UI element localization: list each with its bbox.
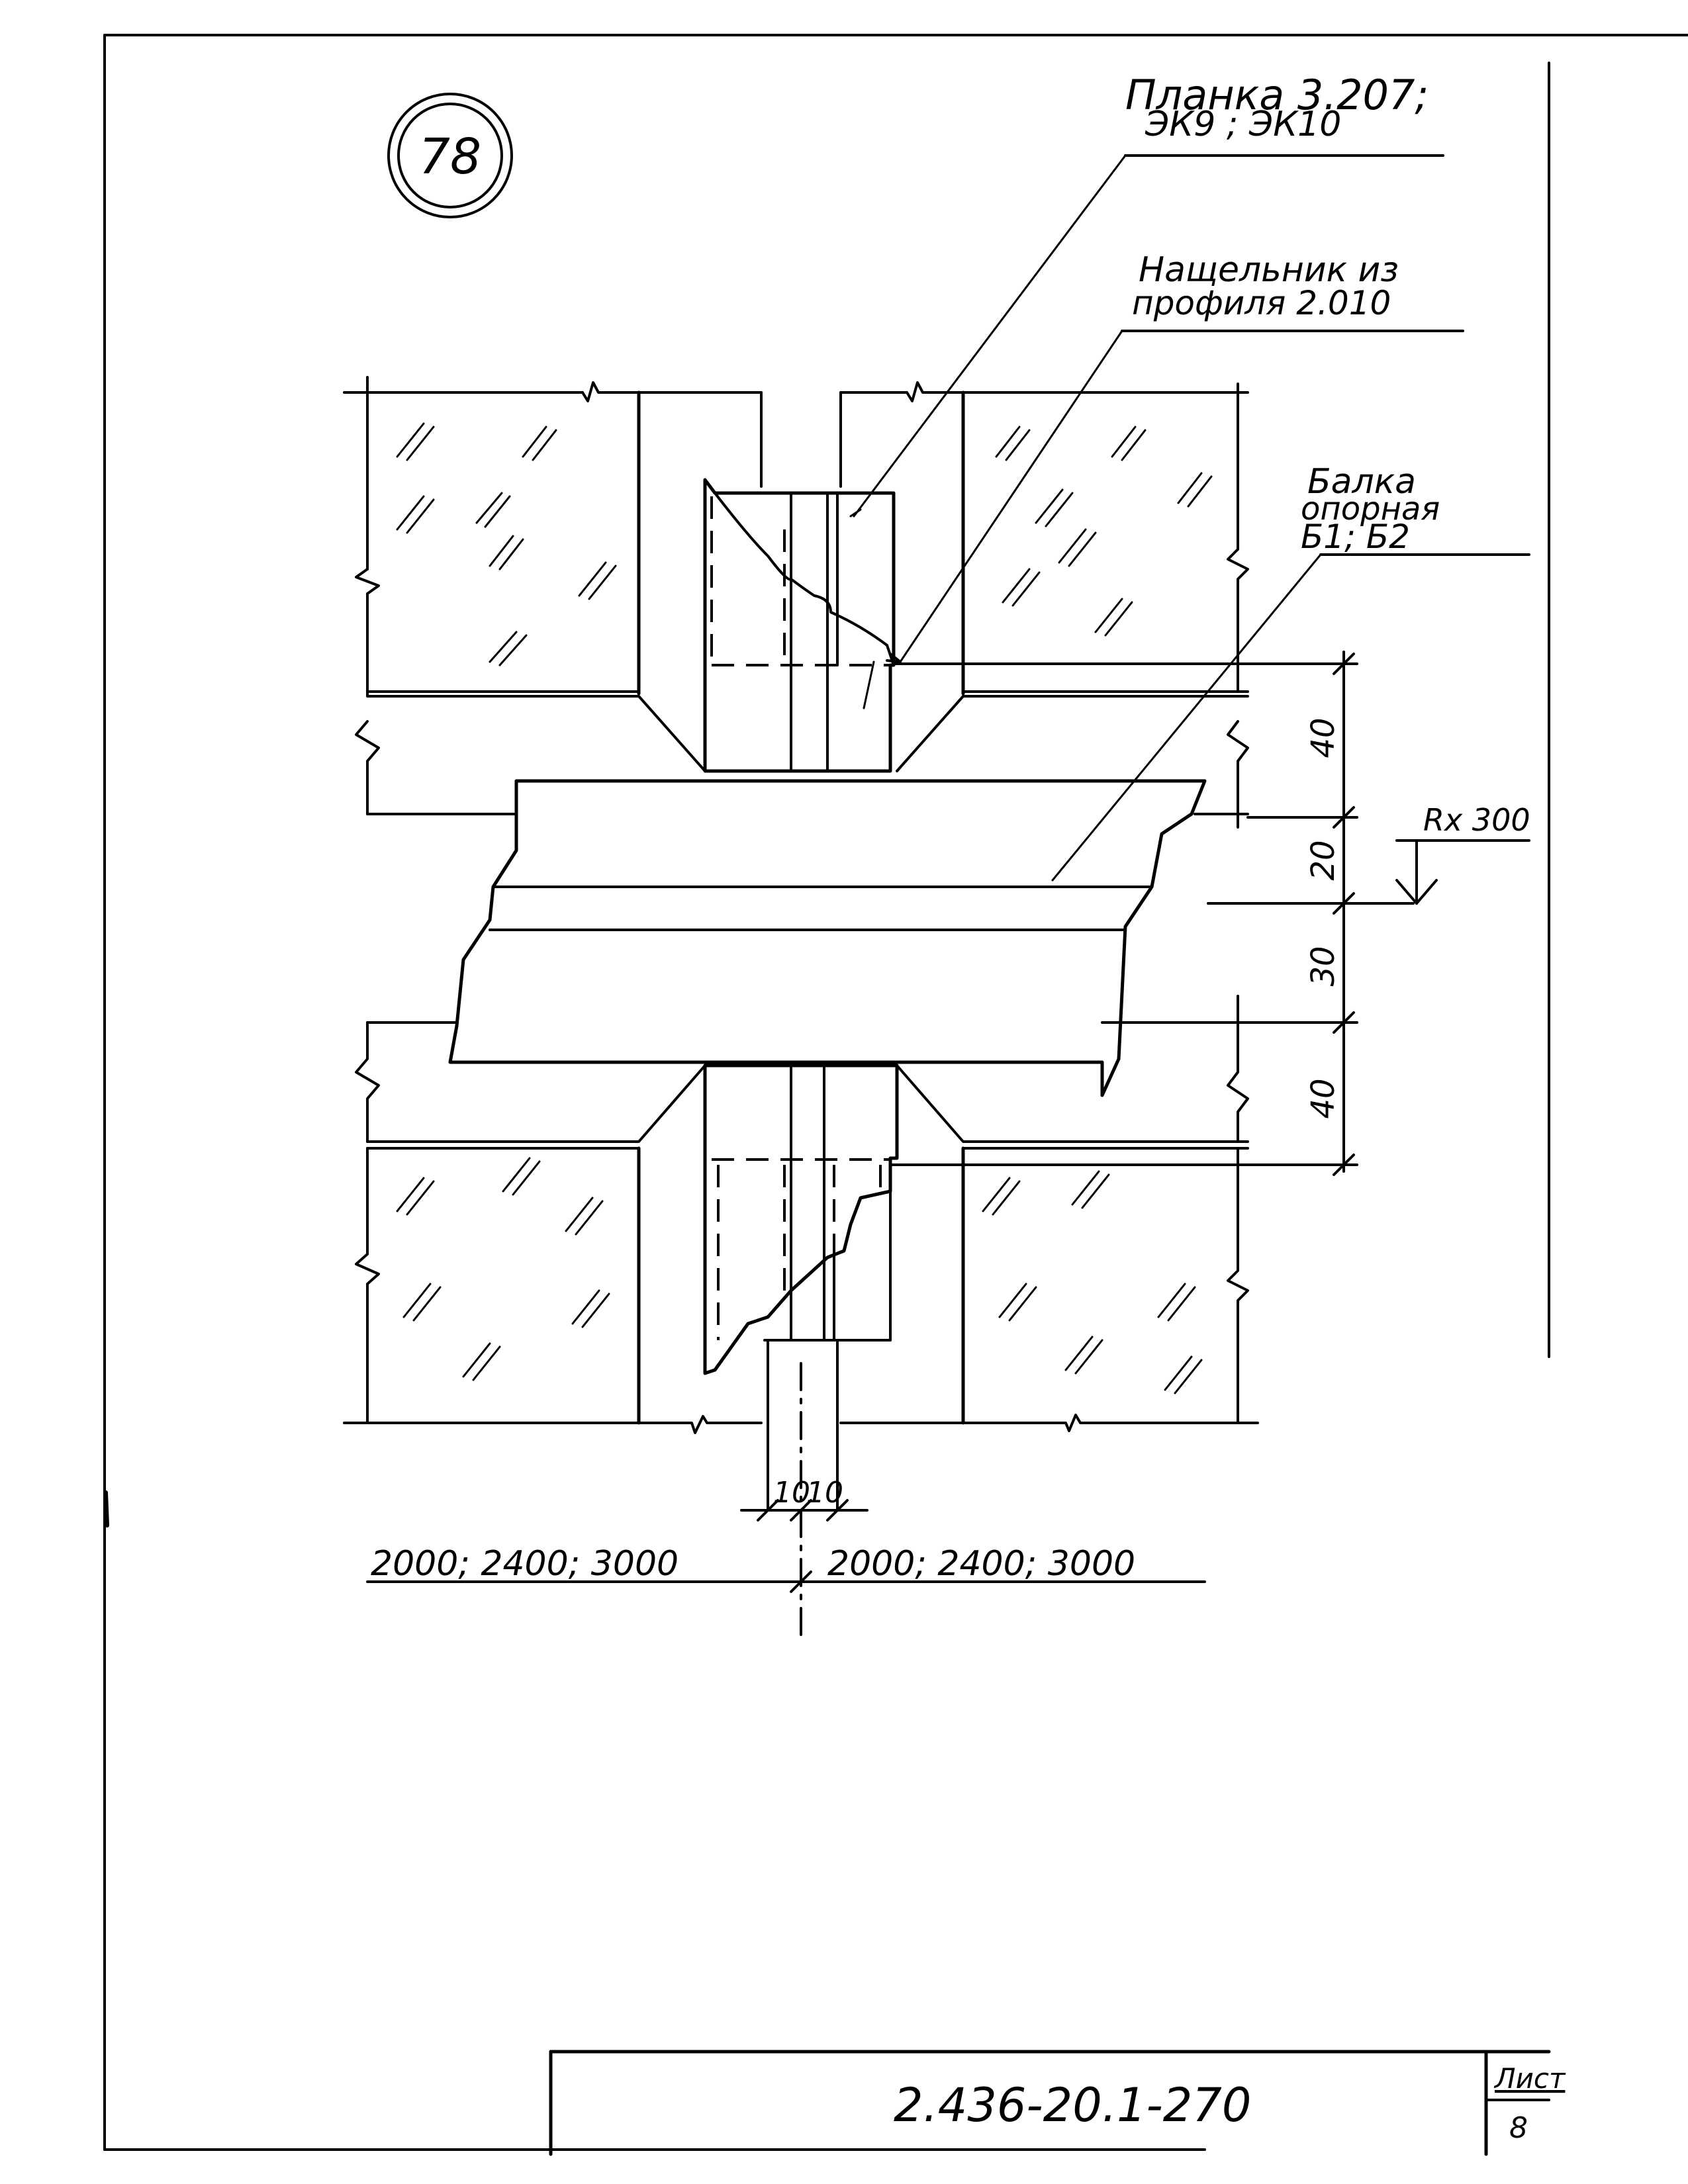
joint-gap-lines bbox=[740, 1339, 868, 1643]
trim-callout-line1: Нащельник из bbox=[1139, 250, 1399, 290]
upper-profile-transition bbox=[355, 695, 1249, 829]
dim-right-lower-mid: 30 bbox=[1305, 946, 1342, 986]
sheet-frame bbox=[103, 34, 1688, 2151]
trim-callout-line2: профиля 2.010 bbox=[1132, 284, 1391, 322]
upper-right-glass-panel bbox=[839, 381, 1249, 696]
dim-right-bottom: 40 bbox=[1305, 1078, 1342, 1118]
dim-right-top: 40 bbox=[1305, 717, 1342, 758]
lower-profile-transition bbox=[355, 995, 1249, 1143]
callout-leaders bbox=[849, 154, 1530, 882]
lower-plank-assembly bbox=[703, 1064, 899, 1375]
dim-right-upper-mid: 20 bbox=[1305, 840, 1342, 880]
upper-glass-hatching bbox=[396, 422, 1213, 666]
sheet-label: Лист bbox=[1493, 2062, 1566, 2095]
right-dimension-chain bbox=[889, 651, 1530, 1176]
beam-callout-line3: Б1; Б2 bbox=[1301, 518, 1410, 556]
span-dimension-line bbox=[366, 1570, 1206, 1593]
span-dimension-left: 2000; 2400; 3000 bbox=[371, 1544, 679, 1584]
detail-number: 78 bbox=[419, 128, 481, 185]
sheet-number: 8 bbox=[1509, 2111, 1528, 2145]
document-code: 2.436-20.1-270 bbox=[894, 2078, 1251, 2132]
beam-callout-line1: Балка bbox=[1307, 462, 1416, 502]
level-mark: Rx 300 bbox=[1423, 802, 1530, 838]
title-block bbox=[549, 2050, 1551, 2156]
upper-plank-assembly bbox=[703, 478, 896, 773]
detail-number-marker bbox=[387, 93, 513, 218]
lower-left-glass-panel bbox=[343, 1146, 763, 1434]
lower-right-glass-panel bbox=[839, 1146, 1259, 1432]
plank-callout-line2: ЭК9 ; ЭК10 bbox=[1145, 105, 1341, 144]
lower-glass-hatching bbox=[396, 1157, 1203, 1394]
dim-gap-right: 10 bbox=[806, 1476, 843, 1510]
support-beam bbox=[366, 779, 1249, 1097]
dim-gap-left: 10 bbox=[773, 1476, 810, 1510]
upper-left-glass-panel bbox=[343, 376, 763, 696]
beam-callout-line2: опорная bbox=[1301, 490, 1440, 527]
plank-callout-line1: Планка 3.207; bbox=[1125, 71, 1429, 119]
span-dimension-right: 2000; 2400; 3000 bbox=[827, 1544, 1135, 1584]
